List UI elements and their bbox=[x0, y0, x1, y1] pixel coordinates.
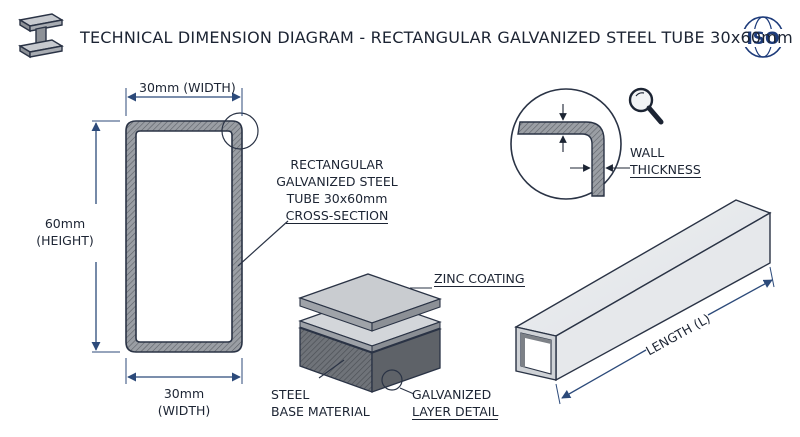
tube-3d-drawing bbox=[514, 199, 775, 405]
desc-line-4: CROSS-SECTION bbox=[285, 208, 389, 224]
layer-stack-drawing bbox=[298, 273, 442, 395]
wall-thickness-detail bbox=[510, 88, 630, 200]
width-bottom-line1: 30mm bbox=[163, 386, 205, 401]
width-top-label: 30mm (WIDTH) bbox=[139, 80, 236, 95]
height-label-line2: (HEIGHT) bbox=[36, 233, 94, 248]
cross-section-description: RECTANGULAR GALVANIZED STEEL TUBE 30x60m… bbox=[262, 156, 412, 224]
wall-thickness-label: WALL THICKNESS bbox=[630, 144, 701, 178]
galv-label-line1: GALVANIZED bbox=[412, 387, 492, 402]
desc-line-2: GALVANIZED STEEL bbox=[276, 174, 398, 189]
desc-line-3: TUBE 30x60mm bbox=[286, 191, 388, 206]
steel-base-label: STEEL BASE MATERIAL bbox=[271, 386, 370, 420]
desc-line-1: RECTANGULAR bbox=[290, 157, 384, 172]
cross-section-drawing bbox=[91, 88, 289, 384]
iso-logo-text: ISO bbox=[746, 29, 779, 49]
galvanized-layer-label: GALVANIZED LAYER DETAIL bbox=[412, 386, 499, 420]
width-bottom-label: 30mm (WIDTH) bbox=[144, 385, 224, 419]
wall-label-line1: WALL bbox=[630, 145, 665, 160]
steel-beam-icon bbox=[18, 13, 64, 59]
galv-label-line2: LAYER DETAIL bbox=[412, 404, 499, 420]
width-bottom-line2: (WIDTH) bbox=[157, 403, 211, 418]
wall-label-line2: THICKNESS bbox=[630, 162, 701, 178]
steel-label-line1: STEEL bbox=[271, 387, 310, 402]
magnifier-icon bbox=[628, 87, 664, 125]
zinc-coating-label: ZINC COATING bbox=[434, 270, 525, 287]
steel-label-line2: BASE MATERIAL bbox=[271, 404, 370, 419]
height-label-line1: 60mm bbox=[44, 216, 86, 231]
zinc-coating-text: ZINC COATING bbox=[434, 271, 525, 287]
iso-globe-logo: ISO bbox=[742, 16, 784, 58]
page-title: TECHNICAL DIMENSION DIAGRAM - RECTANGULA… bbox=[80, 28, 793, 47]
height-label: 60mm (HEIGHT) bbox=[28, 215, 102, 249]
